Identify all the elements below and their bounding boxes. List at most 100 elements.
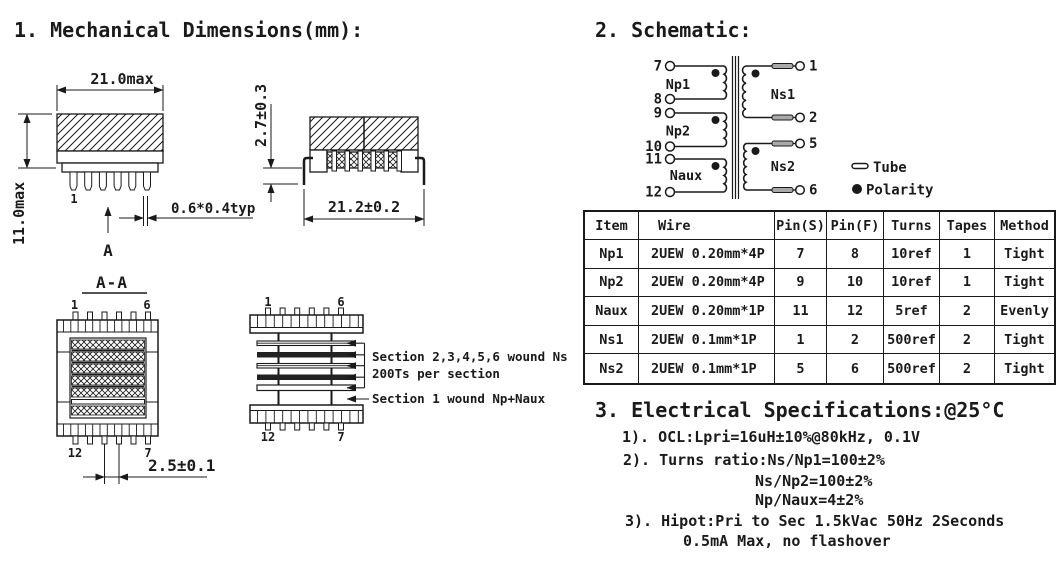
cell-wire: 2UEW 0.20mm*4P	[639, 240, 775, 269]
header-turns: Turns	[884, 212, 940, 240]
spec-turns-ratio-2: Ns/Np2=100±2%	[755, 472, 873, 490]
cell-pin-s: 1	[775, 325, 827, 355]
tube-legend-icon	[851, 162, 869, 170]
secondary-side	[741, 60, 806, 196]
sch-pin-7: 7	[654, 59, 662, 75]
note-ns-sections-line2: 200Ts per section	[372, 366, 500, 381]
winding-label-naux: Naux	[670, 168, 703, 184]
winding-label-ns1: Ns1	[771, 87, 795, 103]
cell-turns: 10ref	[884, 240, 940, 269]
primary-side	[664, 60, 728, 198]
cell-tapes: 1	[940, 268, 995, 298]
schematic-drawing: 7 8 9 10 11 12 Np1 Np2 Naux 1 2 5 6 Ns1 …	[645, 56, 934, 201]
wd-pin-6: 6	[337, 295, 344, 309]
cell-tapes: 2	[940, 297, 995, 326]
polarity-dot-ns2	[751, 147, 760, 155]
header-method: Method	[995, 212, 1054, 240]
side-view-dimensions	[263, 104, 425, 226]
cell-pin-s: 11	[775, 297, 827, 326]
schematic-legend: Tube Polarity	[851, 160, 934, 199]
header-wire: Wire	[639, 212, 775, 240]
legend-tube-label: Tube	[873, 160, 907, 176]
header-tapes: Tapes	[940, 212, 995, 240]
sch-pin-12: 12	[645, 185, 662, 201]
dim-pin-label: 0.6*0.4typ	[171, 201, 255, 217]
sch-pin-1: 1	[809, 59, 817, 75]
cell-wire: 2UEW 0.20mm*1P	[639, 297, 775, 326]
tube-pin1	[771, 63, 794, 69]
sch-pin-11: 11	[645, 152, 662, 168]
aa-pin-7: 7	[144, 446, 151, 460]
front-pin1-label: 1	[70, 192, 77, 206]
aa-section-drawing	[56, 292, 207, 484]
legend-polarity-label: Polarity	[866, 183, 934, 199]
sch-pin-10: 10	[645, 139, 662, 155]
dim-pitch-label: 2.5±0.1	[148, 456, 215, 475]
cell-tapes: 1	[940, 240, 995, 269]
front-view-dimensions	[18, 85, 253, 233]
cell-item: Np1	[585, 240, 639, 269]
winding-label-ns2: Ns2	[771, 159, 795, 175]
cell-method: Tight	[1004, 360, 1045, 377]
dim-width-label: 21.0max	[90, 70, 153, 88]
header-pin-s: Pin(S)	[775, 212, 827, 240]
dim-height-label: 11.0max	[10, 182, 28, 245]
spec-hipot-2: 0.5mA Max, no flashover	[683, 532, 891, 550]
dim-core-height-label: 2.7±0.3	[252, 84, 270, 147]
wd-pin-12: 12	[261, 430, 275, 444]
section-arrow-label: A	[103, 241, 113, 260]
cell-pin-f: 10	[827, 268, 884, 298]
spec-turns-ratio: 2). Turns ratio:Ns/Np1=100±2%	[623, 451, 885, 469]
note-np-section: Section 1 wound Np+Naux	[372, 391, 546, 406]
tube-pin6	[771, 187, 794, 193]
spec-turns-ratio-3: Np/Naux=4±2%	[755, 491, 864, 509]
schematic-title: 2. Schematic:	[595, 18, 752, 42]
polarity-dot-naux	[711, 162, 720, 170]
cell-pin-f: 6	[827, 354, 884, 383]
tube-pin5	[771, 140, 794, 147]
dim-side-width-label: 21.2±0.2	[328, 198, 400, 216]
polarity-dot-ns1	[751, 69, 760, 78]
polarity-dot-np2	[711, 116, 720, 124]
cell-item: Naux	[585, 297, 639, 326]
sch-pin-8: 8	[654, 92, 662, 108]
cell-wire: 2UEW 0.1mm*1P	[639, 354, 775, 383]
cell-method: Tight	[995, 240, 1054, 269]
cell-method: Tight	[995, 326, 1054, 355]
front-view-drawing	[56, 113, 164, 191]
cell-item: Ns1	[585, 325, 639, 355]
cell-turns: 500ref	[884, 354, 940, 383]
cell-turns: 500ref	[884, 325, 940, 355]
electrical-title: 3. Electrical Specifications:@25°C	[595, 398, 1005, 422]
mechanical-title: 1. Mechanical Dimensions(mm):	[14, 18, 364, 42]
winding-label-np1: Np1	[666, 77, 690, 93]
side-view-drawing	[302, 116, 426, 185]
cell-pin-f: 12	[827, 297, 884, 326]
cell-tapes: 2	[940, 325, 995, 355]
header-pin-f: Pin(F)	[827, 212, 884, 240]
cell-tapes: 2	[940, 354, 995, 383]
mechanical-drawings: 21.0max 11.0max 1 0.6*0.4typ A	[10, 70, 568, 484]
cell-pin-s: 9	[775, 268, 827, 298]
cell-item: Np2	[585, 268, 639, 298]
cell-turns: 5ref	[884, 297, 940, 326]
spec-hipot: 3). Hipot:Pri to Sec 1.5kVac 50Hz 2Secon…	[625, 512, 1005, 530]
spec-ocl: 1). OCL:Lpri=16uH±10%@80kHz, 0.1V	[622, 428, 921, 446]
sch-pin-6: 6	[809, 183, 817, 199]
winding-diagram-drawing	[249, 307, 369, 431]
aa-pin-1: 1	[71, 298, 78, 312]
sch-pin-5: 5	[809, 136, 817, 152]
cell-pin-f: 8	[827, 240, 884, 269]
cell-method: Evenly	[995, 297, 1054, 326]
cell-pin-s: 7	[775, 240, 827, 269]
aa-section-title: A-A	[96, 273, 128, 292]
core-lines	[731, 56, 740, 199]
tube-pin2	[771, 114, 794, 121]
aa-pin-6: 6	[143, 298, 150, 312]
sch-pin-2: 2	[809, 110, 817, 126]
cell-item: Ns2	[585, 354, 639, 383]
cell-pin-s: 5	[775, 354, 827, 383]
winding-label-np2: Np2	[666, 124, 690, 140]
sch-pin-9: 9	[654, 106, 662, 122]
